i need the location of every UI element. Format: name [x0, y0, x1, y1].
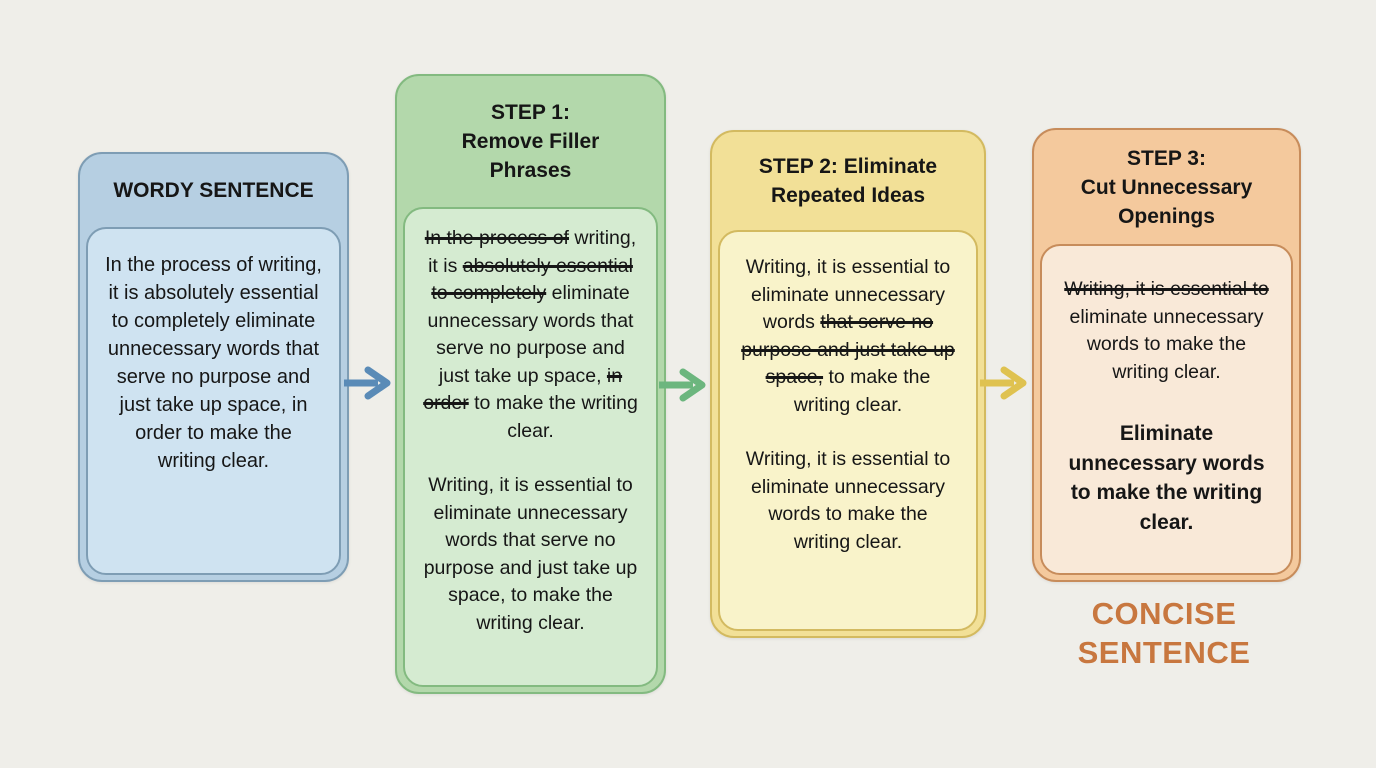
step1-result-text: Writing, it is essential to eliminate un… — [423, 474, 638, 634]
step3-result-text: Eliminate unnecessary words to make the … — [1068, 422, 1265, 534]
step2-header: STEP 2: Eliminate Repeated Ideas — [758, 155, 938, 207]
wordy-sentence-text: In the process of writing, it is absolut… — [105, 254, 322, 472]
concise-sentence-label: CONCISE SENTENCE — [1077, 596, 1251, 670]
arrow-right-icon-step1 — [343, 361, 397, 405]
wordy-sentence-header: WORDY SENTENCE — [113, 179, 314, 202]
wordy-sentence-body: In the process of writing, it is absolut… — [86, 227, 341, 575]
step3-edited-text: Writing, it is essential to eliminate un… — [1064, 278, 1269, 383]
step2-body: Writing, it is essential to eliminate un… — [718, 230, 978, 631]
step1-header: STEP 1: Remove Filler Phrases — [461, 101, 600, 182]
step1-card: STEP 1: Remove Filler Phrases In the pro… — [395, 74, 666, 694]
step2-edited-text: Writing, it is essential to eliminate un… — [741, 256, 955, 416]
step3-body: Writing, it is essential to eliminate un… — [1040, 244, 1293, 575]
step3-header: STEP 3: Cut Unnecessary Openings — [1080, 146, 1253, 228]
step3-card: STEP 3: Cut Unnecessary Openings Writing… — [1032, 128, 1301, 582]
arrow-right-icon-step2 — [658, 363, 712, 407]
wordy-sentence-card: WORDY SENTENCE In the process of writing… — [78, 152, 349, 582]
step1-body: In the process of writing, it is absolut… — [403, 207, 658, 687]
step2-result-text: Writing, it is essential to eliminate un… — [745, 448, 951, 553]
step1-edited-text: In the process of writing, it is absolut… — [423, 227, 638, 442]
step2-card: STEP 2: Eliminate Repeated Ideas Writing… — [710, 130, 986, 638]
arrow-right-icon-step3 — [979, 361, 1033, 405]
